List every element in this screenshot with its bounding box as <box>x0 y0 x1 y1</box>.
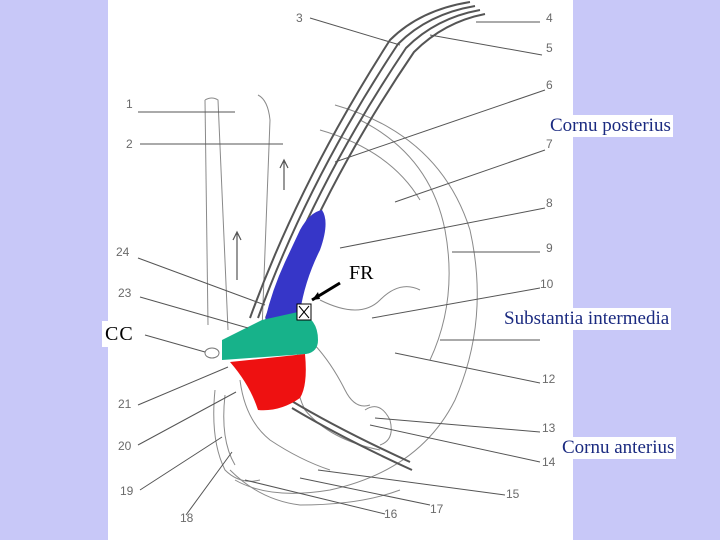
num-6: 6 <box>546 78 553 92</box>
num-8: 8 <box>546 196 553 210</box>
label-fr: FR <box>349 262 374 284</box>
intermediate-region <box>222 312 318 360</box>
num-17: 17 <box>430 502 444 516</box>
num-9: 9 <box>546 241 553 255</box>
num-10: 10 <box>540 277 554 291</box>
num-4: 4 <box>546 11 553 25</box>
anterior-horn-region <box>230 354 306 411</box>
num-13: 13 <box>542 421 556 435</box>
num-18: 18 <box>180 511 194 525</box>
label-cornu-posterius: Cornu posterius <box>548 115 673 137</box>
num-24: 24 <box>116 245 130 259</box>
num-12: 12 <box>542 372 556 386</box>
num-7: 7 <box>546 137 553 151</box>
num-19: 19 <box>120 484 134 498</box>
num-20: 20 <box>118 439 132 453</box>
num-16: 16 <box>384 507 398 521</box>
num-3: 3 <box>296 11 303 25</box>
num-15: 15 <box>506 487 520 501</box>
label-cc: CC <box>102 321 137 347</box>
num-23: 23 <box>118 286 132 300</box>
central-canal <box>204 347 220 359</box>
num-1: 1 <box>126 97 133 111</box>
label-cornu-anterius: Cornu anterius <box>560 437 677 459</box>
num-21: 21 <box>118 397 132 411</box>
num-14: 14 <box>542 455 556 469</box>
diagram-panel <box>108 0 573 540</box>
num-2: 2 <box>126 137 133 151</box>
posterior-horn-region <box>265 210 326 320</box>
arrow-marks <box>232 158 289 280</box>
num-5: 5 <box>546 41 553 55</box>
label-substantia-intermedia: Substantia intermedia <box>502 308 672 330</box>
fr-marker <box>296 281 341 321</box>
number-labels: 1 2 3 4 5 6 7 8 9 10 12 13 14 15 16 17 1… <box>116 11 556 525</box>
leader-lines <box>137 17 546 516</box>
